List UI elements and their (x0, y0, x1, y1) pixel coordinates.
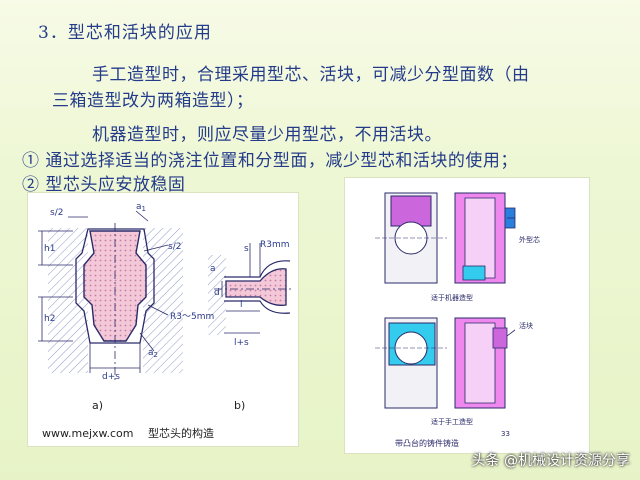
subfigure-b-label: b) (234, 399, 245, 412)
figure-caption-left: 型芯头的构造 (148, 426, 214, 440)
page-number: 33 (501, 430, 510, 438)
core-print-figure: s/2 a1 s/2 h1 h2 R3～5mm a2 d+s a) s (28, 193, 298, 446)
boss-casting-diagram: 外型芯 适于机器造型 活块 适于手工造型 33 带凸台的铸件铸造 (375, 192, 540, 448)
label-loose-piece: 活块 (519, 321, 533, 330)
point-2: ② 型芯头应安放稳固 (22, 175, 186, 195)
paragraph-machine-molding: 机器造型时，则应尽量少用型芯，不用活块。 (92, 125, 442, 145)
hand-molding-block-left (375, 317, 447, 409)
core-print-diagram: s/2 a1 s/2 h1 h2 R3～5mm a2 d+s a) s (38, 202, 294, 440)
boss-casting-figure: 外型芯 适于机器造型 活块 适于手工造型 33 带凸台的铸件铸造 (345, 178, 589, 453)
mold-walls-b (208, 255, 226, 335)
label-l-plus-s: l+s (234, 338, 249, 348)
section-heading: 3．型芯和活块的应用 (38, 23, 212, 43)
watermark: 头条 @机械设计资源分享 (471, 453, 630, 469)
machine-molding-block-right (454, 192, 516, 284)
label-r3-5: R3～5mm (170, 312, 214, 322)
label-h1: h1 (44, 244, 55, 254)
core-shape-b (225, 268, 287, 306)
label-s2-right: s/2 (168, 242, 181, 252)
label-r3mm: R3mm (260, 240, 290, 250)
caption-machine-molding: 适于机器造型 (431, 293, 473, 302)
label-l-b: l (240, 300, 243, 310)
caption-hand-molding: 适于手工造型 (431, 417, 473, 426)
core-shape-a (83, 230, 147, 342)
dimension-lines-b (221, 243, 261, 334)
hand-molding-block-right (454, 317, 508, 409)
point-1: ① 通过选择适当的浇注位置和分型面，减少型芯和活块的使用； (22, 151, 518, 171)
caption-boss-casting: 带凸台的铸件铸造 (395, 438, 459, 448)
source-url: www.mejxw.com (42, 427, 134, 440)
label-d-plus-s: d+s (102, 372, 120, 382)
label-a1: a1 (136, 202, 146, 213)
dimension-lines-a (38, 210, 169, 373)
label-s2-top: s/2 (50, 208, 63, 218)
label-d-b: d (214, 288, 220, 298)
label-outer-core: 外型芯 (519, 235, 540, 244)
label-s-b: s (244, 244, 249, 254)
label-a-b: a (210, 264, 216, 274)
machine-molding-block-left (375, 192, 447, 284)
mold-walls-a (48, 228, 183, 373)
label-a2: a2 (148, 348, 158, 359)
paragraph-hand-molding-line2: 三箱造型改为两箱造型）； (52, 91, 254, 111)
subfigure-a-label: a) (92, 399, 103, 412)
label-h2: h2 (44, 314, 55, 324)
paragraph-hand-molding-line1: 手工造型时，合理采用型芯、活块，可减少分型面数（由 (92, 65, 530, 85)
